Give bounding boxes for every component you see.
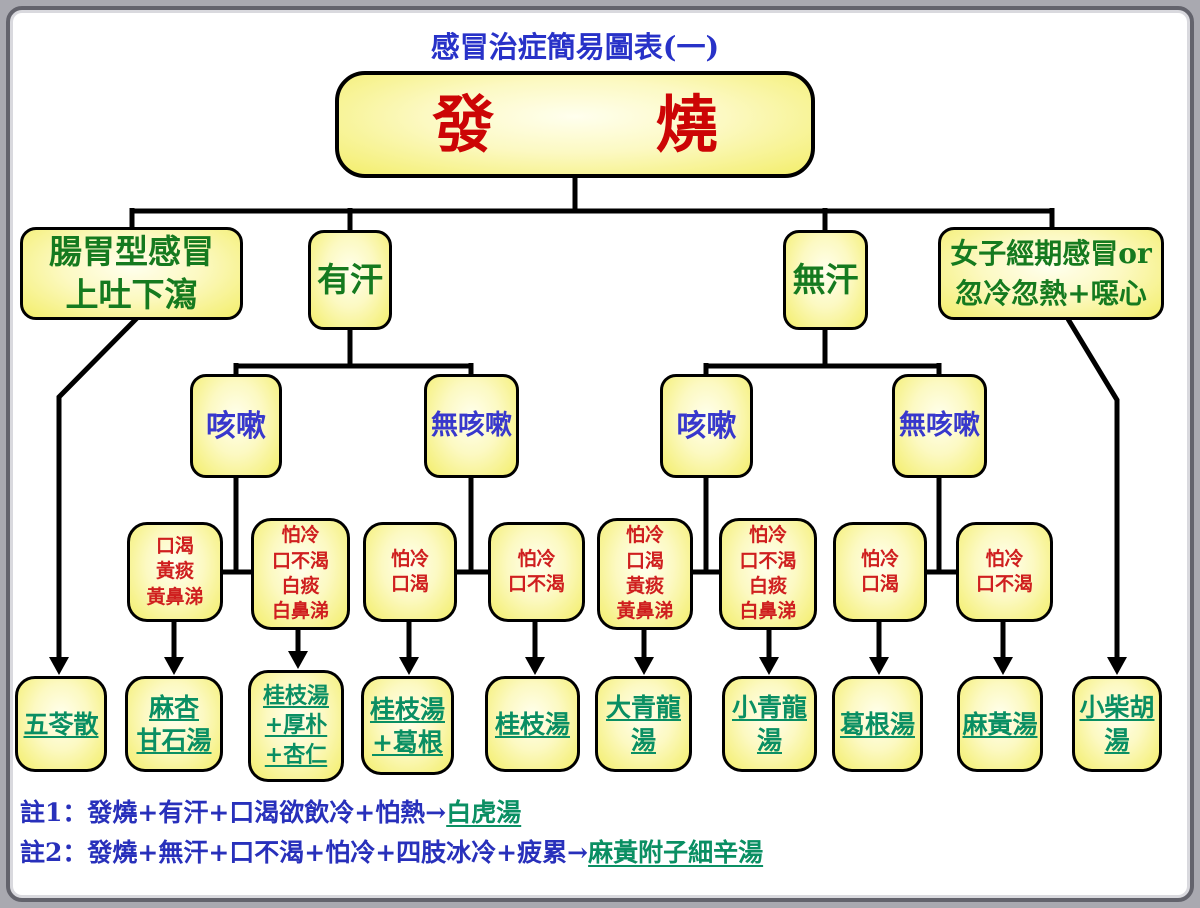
treatment-guizhi-tang-gegen: 桂枝湯 +葛根 <box>361 676 454 775</box>
node-label: 女子經期感冒or <box>950 237 1152 271</box>
node-label: 腸胃型感冒 <box>49 231 214 271</box>
treatment-gegen-tang: 葛根湯 <box>832 676 923 772</box>
node-cough-sweat: 咳嗽 <box>190 374 282 478</box>
symptom-cold-not-thirsty-2: 怕冷 口不渴 <box>956 522 1053 622</box>
node-no-cough-sweat: 無咳嗽 <box>424 374 519 478</box>
node-label: 無咳嗽 <box>899 410 980 442</box>
note-1-formula: 白虎湯 <box>446 798 522 827</box>
note-1: 註1：發燒+有汗+口渴欲飲冷+怕熱→白虎湯 <box>20 793 521 829</box>
node-no-sweat: 無汗 <box>783 230 868 330</box>
symptom-thirsty-yellow-phlegm: 口渴 黃痰 黃鼻涕 <box>127 522 223 622</box>
note-1-text: 註1：發燒+有汗+口渴欲飲冷+怕熱→ <box>20 798 447 827</box>
node-label: 咳嗽 <box>676 408 737 444</box>
treatment-xiaoqinglong-tang: 小青龍 湯 <box>722 676 817 772</box>
node-gastro-cold: 腸胃型感冒 上吐下瀉 <box>20 227 243 320</box>
symptom-cold-not-thirsty: 怕冷 口不渴 <box>488 522 585 622</box>
treatment-guizhi-tang: 桂枝湯 <box>485 676 580 772</box>
note-2-formula: 麻黃附子細辛湯 <box>588 838 764 867</box>
node-fever: 發燒 <box>335 71 815 178</box>
treatment-guizhi-tang-houpo-xingren: 桂枝湯 +厚朴 +杏仁 <box>248 670 344 782</box>
arrowheads <box>49 651 1127 675</box>
treatment-xiaochaihu-tang: 小柴胡 湯 <box>1072 676 1162 772</box>
treatment-wuling-san: 五苓散 <box>15 676 107 772</box>
treatment-mahuang-tang: 麻黃湯 <box>957 676 1043 772</box>
node-cough-no-sweat: 咳嗽 <box>660 374 753 478</box>
node-no-cough-no-sweat: 無咳嗽 <box>892 374 987 478</box>
treatment-daqinglong-tang: 大青龍 湯 <box>595 676 692 772</box>
node-with-sweat: 有汗 <box>308 230 392 330</box>
node-label: 上吐下瀉 <box>65 274 198 314</box>
node-menstrual-cold: 女子經期感冒or 忽冷忽熱+噁心 <box>938 227 1164 320</box>
symptom-cold-not-thirsty-white-phlegm-2: 怕冷 口不渴 白痰 白鼻涕 <box>719 518 817 630</box>
symptom-cold-thirsty-2: 怕冷 口渴 <box>833 522 927 622</box>
note-2: 註2：發燒+無汗+口不渴+怕冷+四肢冰冷+疲累→麻黃附子細辛湯 <box>20 833 763 869</box>
symptom-cold-thirsty-yellow-phlegm: 怕冷 口渴 黃痰 黃鼻涕 <box>597 518 693 630</box>
symptom-cold-not-thirsty-white-phlegm: 怕冷 口不渴 白痰 白鼻涕 <box>251 518 350 630</box>
note-2-text: 註2：發燒+無汗+口不渴+怕冷+四肢冰冷+疲累→ <box>20 838 589 867</box>
chart-title: 感冒治症簡易圖表(一) <box>430 30 720 64</box>
symptom-cold-thirsty: 怕冷 口渴 <box>363 522 457 622</box>
node-label: 咳嗽 <box>206 408 266 444</box>
node-label: 無汗 <box>792 259 859 299</box>
node-label: 有汗 <box>317 259 383 299</box>
node-label: 無咳嗽 <box>431 410 512 442</box>
treatment-maxing-ganshi-tang: 麻杏 甘石湯 <box>125 676 223 772</box>
node-label: 忽冷忽熱+噁心 <box>955 276 1147 310</box>
node-fever-label: 發燒 <box>432 87 879 161</box>
